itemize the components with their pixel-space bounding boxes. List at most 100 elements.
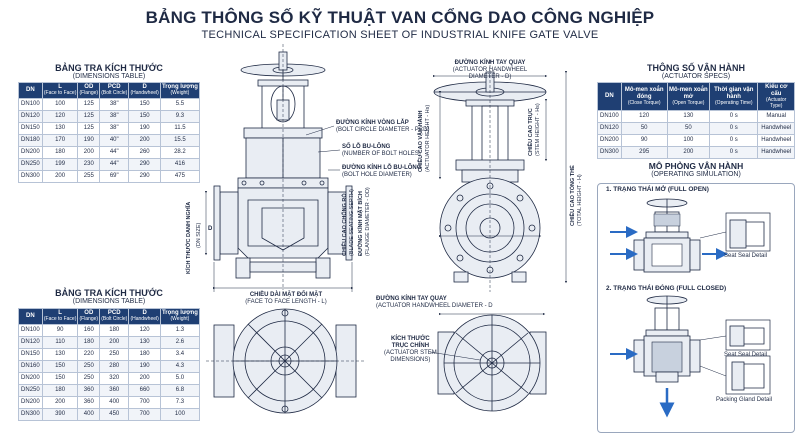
column-header: D(Handwheel) (128, 308, 161, 325)
table-cell: 2.6 (159, 335, 201, 349)
table-cell: 660 (128, 383, 161, 397)
label-stem-height: CHIỀU CAO TRỤC(STEM HEIGHT - Hs) (528, 103, 541, 156)
table-cell: DN120 (597, 122, 622, 136)
label-bolt-hole-diameter: ĐƯỜNG KÍNH LỖ BU-LÔNG(BOLT HOLE DIAMETER… (342, 165, 422, 178)
table-cell: 200 (128, 133, 161, 147)
simulation-open-label: 1. TRẠNG THÁI MỞ (FULL OPEN) (606, 186, 709, 193)
table-cell: 200 (666, 146, 711, 160)
simulation-open-drawing (610, 198, 771, 273)
table-cell: 180 (128, 347, 161, 361)
table-cell: 255 (77, 169, 101, 183)
top-view-drawing-right (429, 312, 547, 412)
simulation-subtitle: (OPERATING SIMULATION) (651, 171, 741, 178)
column-header: DN (597, 81, 622, 112)
dim-table-2-subtitle: (DIMENSIONS TABLE) (72, 298, 146, 305)
table-cell: 0 s (709, 146, 759, 160)
table-cell: 475 (159, 169, 201, 183)
table-cell: 170 (41, 133, 79, 147)
table-cell: 400 (77, 407, 101, 421)
dim-table-1-subtitle: (DIMENSIONS TABLE) (72, 73, 146, 80)
label-handwheel-diameter-2: ĐƯỜNG KÍNH TAY QUAY(ACTUATOR HANDWHEEL D… (376, 296, 493, 309)
page-subtitle: TECHNICAL SPECIFICATION SHEET OF INDUSTR… (201, 29, 599, 41)
label-flange-diameter: ĐƯỜNG KÍNH MẶT BÍCH(FLANGE DIAMETER - OD… (358, 187, 371, 256)
table-cell: 360 (99, 383, 130, 397)
label-bolt-circle: ĐƯỜNG KÍNH VÒNG LẮP(BOLT CIRCLE DIAMETER… (336, 120, 430, 133)
table-cell: 360 (77, 383, 101, 397)
dim-table-2-title: BẢNG TRA KÍCH THƯỚC (55, 288, 163, 298)
column-header: Mô-men xoắn đóng(Close Torque) (620, 81, 668, 112)
table-cell: Handwheel (757, 146, 795, 160)
table-cell: 190 (77, 133, 101, 147)
table-cell: 190 (128, 121, 161, 135)
table-cell: 69" (99, 169, 130, 183)
table-cell: DN250 (18, 383, 43, 397)
table-cell: 110 (41, 335, 79, 349)
column-header: Trọng lượng(Weight) (159, 308, 201, 325)
simulation-closed-drawing (610, 295, 771, 418)
column-header: D(Handwheel) (128, 82, 161, 99)
table-cell: 390 (41, 407, 79, 421)
column-header: Thời gian vận hành(Operating Time) (709, 81, 759, 112)
table-cell: DN120 (18, 109, 43, 123)
label-nominal-d: D (208, 226, 213, 232)
column-header: DN (18, 82, 43, 99)
column-header: Mô-men xoắn mở(Open Torque) (666, 81, 711, 112)
simulation-title: MÔ PHỎNG VẬN HÀNH (648, 161, 744, 171)
side-view-drawing (432, 60, 568, 292)
table-cell: 50 (620, 122, 668, 136)
column-header: L(Face to Face) (41, 82, 79, 99)
packing-gland-detail: Packing Gland Detail (716, 397, 773, 403)
label-seal-height: CHIỀU CAO CHỐNG RÒ(BLADE SEATING SEPTH) (342, 189, 355, 256)
table-cell: DN300 (597, 146, 622, 160)
column-header: L(Face to Face) (41, 308, 79, 325)
table-cell: 290 (128, 157, 161, 171)
label-nominal-size: KÍCH THƯỚC DANH NGHĨA (186, 201, 192, 274)
label-nominal-size-en: (DN SIZE) (196, 222, 202, 248)
table-cell: 295 (620, 146, 668, 160)
dim-table-1-title: BẢNG TRA KÍCH THƯỚC (55, 63, 163, 73)
label-total-height: CHIỀU CAO TỔNG THỂ(TOTAL HEIGHT - H) (570, 165, 583, 226)
seat-seal-detail-2: Seat Seal Detail (724, 352, 768, 358)
column-header: Trọng lượng(Weight) (159, 82, 201, 99)
table-cell: 0 s (709, 122, 759, 136)
simulation-closed-label: 2. TRẠNG THÁI ĐÓNG (FULL CLOSED) (606, 285, 727, 292)
table-cell: DN300 (18, 169, 43, 183)
page-title: BẢNG THÔNG SỐ KỸ THUẬT VAN CỔNG DAO CÔNG… (145, 8, 655, 27)
table-cell: 6.8 (159, 383, 201, 397)
column-header: Kiểu cơ cấu(Actuator Type) (757, 81, 795, 112)
table-cell: 290 (128, 169, 161, 183)
label-actuator-height: CHIỀU CAO VẬN HÀNH(ACTUATOR HEIGHT - Hs) (418, 104, 431, 172)
table-cell: 250 (77, 359, 101, 373)
table-cell: 100 (159, 407, 201, 421)
top-view-drawing-left (206, 308, 364, 414)
label-face-to-face: CHIỀU DÀI MẶT ĐỐI MẶT(FACE TO FACE LENGT… (245, 292, 327, 305)
seat-seal-detail-1: Seat Seal Detail (724, 253, 768, 259)
actuator-table-title: THÔNG SỐ VẬN HÀNH (646, 63, 745, 73)
actuator-table-subtitle: (ACTUATOR SPECS) (661, 73, 731, 80)
column-header: DN (18, 308, 43, 325)
table-cell: 200 (41, 169, 79, 183)
label-bolt-holes: SỐ LỖ BU-LÔNG(NUMBER OF BOLT HOLES) (342, 144, 421, 157)
table-cell: 180 (77, 335, 101, 349)
front-view-drawing (204, 44, 354, 292)
simulation-panel (597, 183, 795, 433)
table-cell: DN300 (18, 407, 43, 421)
table-cell: 700 (128, 407, 161, 421)
label-handwheel-diameter: ĐƯỜNG KÍNH TAY QUAY(ACTUATOR HANDWHEEL D… (452, 60, 528, 80)
